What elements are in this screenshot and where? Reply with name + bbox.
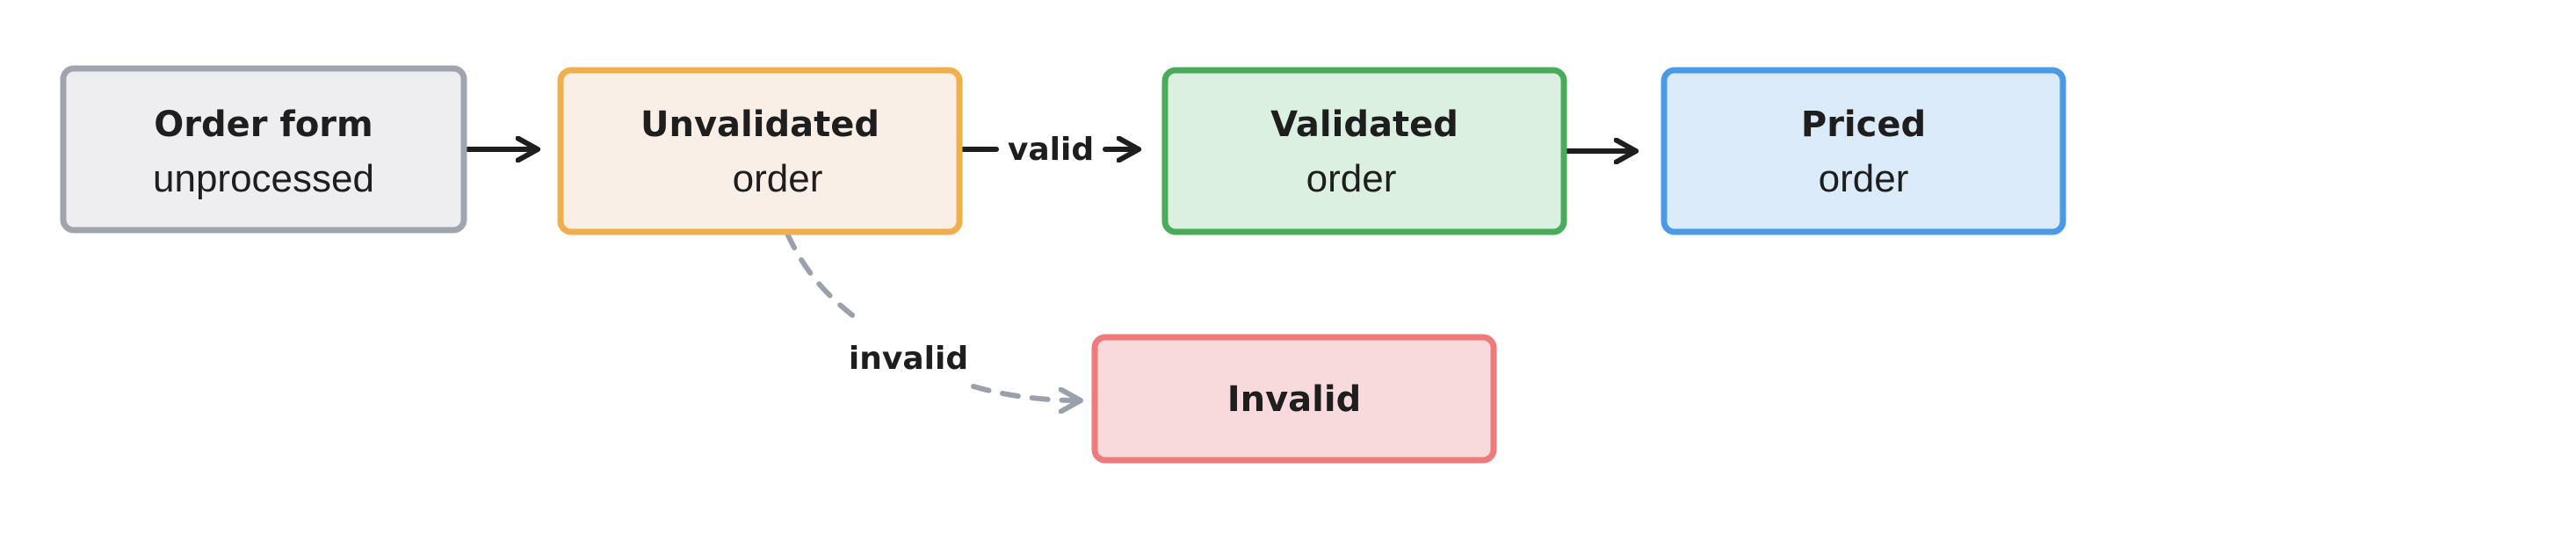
edge-unvalidated-to-invalid-lower: [971, 384, 1083, 400]
node-order-form: Order form unprocessed: [60, 65, 467, 234]
node-validated-order-subtitle: order: [1306, 157, 1397, 200]
node-priced-order-subtitle: order: [1819, 157, 1909, 200]
node-priced-order-title: Priced: [1801, 105, 1926, 145]
node-priced-order: Priced order: [1661, 67, 2066, 235]
node-priced-order-box: [1661, 67, 2066, 235]
edge-label-valid: valid: [1008, 132, 1094, 168]
node-order-form-box: [60, 65, 467, 234]
edge-unvalidated-to-invalid-upper: [785, 231, 865, 326]
node-unvalidated-order-subtitle: order: [733, 157, 823, 200]
node-invalid: Invalid: [1091, 334, 1497, 464]
node-invalid-title: Invalid: [1227, 379, 1361, 420]
node-invalid-box: [1091, 334, 1497, 464]
node-validated-order: Validated order: [1161, 67, 1567, 235]
node-unvalidated-order: Unvalidated order: [557, 67, 963, 235]
node-validated-order-box: [1161, 67, 1567, 235]
node-order-form-subtitle: unprocessed: [153, 157, 374, 200]
node-unvalidated-order-box: [557, 67, 963, 235]
node-order-form-title: Order form: [154, 105, 373, 145]
node-validated-order-title: Validated: [1270, 105, 1458, 145]
node-unvalidated-order-title: Unvalidated: [640, 105, 879, 145]
edge-label-invalid: invalid: [849, 341, 968, 377]
